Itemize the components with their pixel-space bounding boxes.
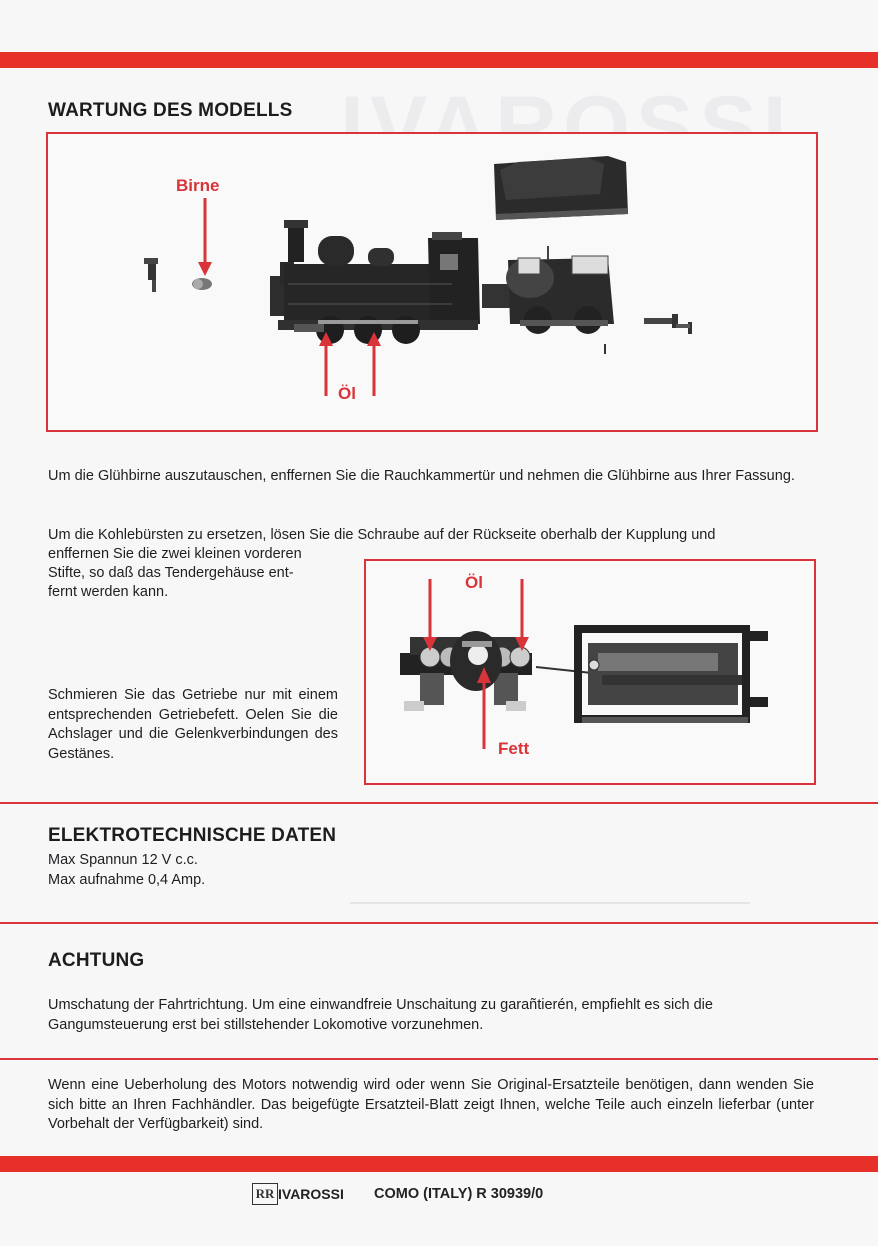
locomotive-figure: Birne Öl [46,132,818,432]
oil-arrow-left [423,579,437,651]
oil-arrow-1 [319,332,333,396]
electrical-data-title: ELEKTROTECHNISCHE DATEN [48,825,337,846]
oil-arrow-2 [367,332,381,396]
bulb-arrow [198,198,212,276]
rivarossi-logo-mark: RR [252,1183,278,1205]
smokebox-door-part [144,258,158,292]
gearbox-image [400,631,593,711]
company-address: COMO (ITALY) R 30939/0 [374,1186,544,1202]
frame-image [574,625,768,723]
maintenance-title: WARTUNG DES MODELLS [48,100,293,121]
grease-arrow [477,667,491,749]
oil-arrow-right [515,579,529,651]
brush-replacement-line3: Stifte, so daß das Tendergehäuse ent- [48,565,294,581]
grease-label: Fett [498,739,530,758]
footer: RR IVAROSSI COMO (ITALY) R 30939/0 [252,1183,672,1211]
service-parts-text: Wenn eine Ueberholung des Motors notwend… [48,1077,814,1132]
attention-title: ACHTUNG [48,950,145,971]
screw-parts [604,314,692,354]
top-red-bar [0,52,878,68]
brush-replacement-line2: enffernen Sie die zwei kleinen vorderen [48,546,302,562]
bulb-label: Birne [176,176,220,195]
divider-3 [0,1058,878,1060]
brush-replacement-line1: Um die Kohlebürsten zu ersetzen, lösen S… [48,527,716,543]
direction-change-text: Umschatung der Fahrtrichtung. Um eine ei… [48,997,713,1033]
bottom-red-bar [0,1156,878,1172]
bulb-part [192,278,212,290]
tender-chassis-image [482,246,614,334]
show-through-line [350,902,750,904]
brush-replacement-line4: fernt werden kann. [48,584,169,600]
locomotive-image [270,220,480,344]
max-voltage-text: Max Spannun 12 V c.c. [48,852,198,868]
bulb-replacement-text: Um die Glühbirne auszutauschen, enfferne… [48,468,795,484]
divider-1 [0,802,878,804]
divider-2 [0,922,878,924]
chassis-figure: Öl Fett [364,559,816,785]
tender-housing-image [494,156,628,220]
max-current-text: Max aufnahme 0,4 Amp. [48,872,206,888]
oil-label: Öl [338,384,356,403]
oil-label-2: Öl [465,573,483,592]
lubrication-text: Schmieren Sie das Getriebe nur mit einem… [48,687,338,762]
brand-name: IVAROSSI [278,1186,344,1202]
